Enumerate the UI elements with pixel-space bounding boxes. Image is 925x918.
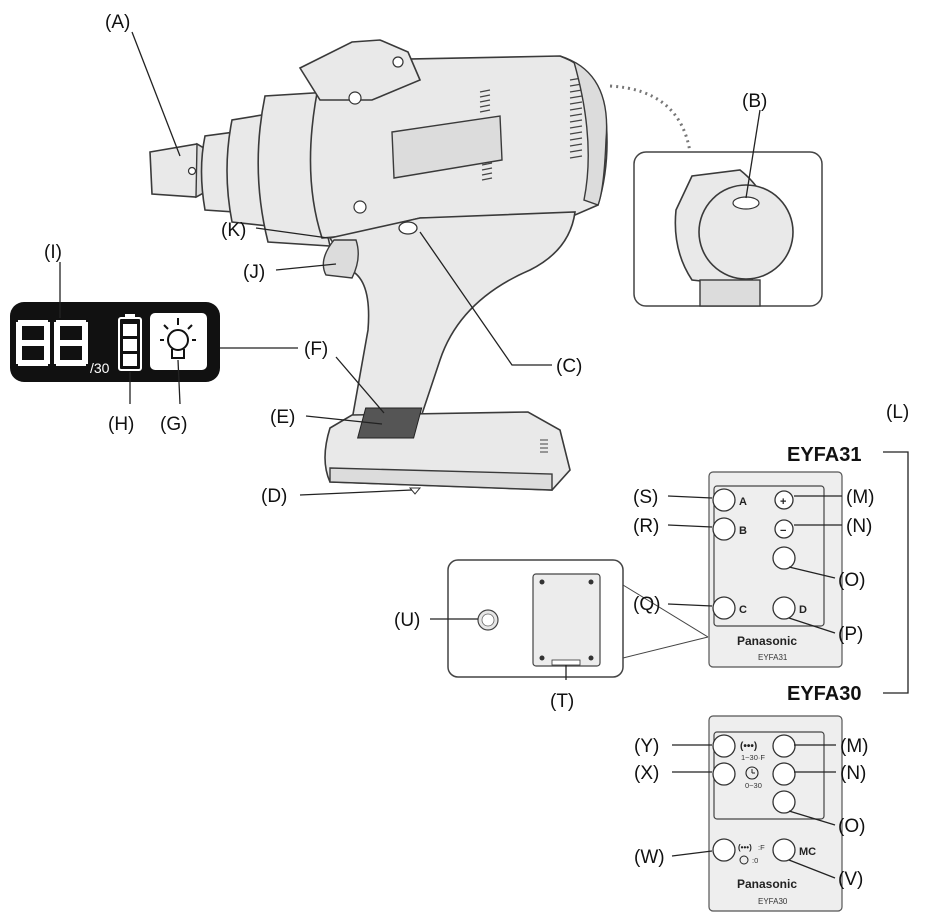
button-minus-label: − [780,525,786,537]
callout-x: (X) [634,763,659,784]
button-w[interactable] [712,838,736,862]
callout-v: (V) [838,869,863,890]
callout-labels: (A) (B) (C) (D) (E) (F) (G) (H) (I) (J) … [44,12,909,890]
button-c-label: C [739,604,747,616]
callout-p: (P) [838,624,863,645]
callout-g: (G) [160,414,187,435]
callout-n: (N) [846,516,872,537]
button-a-label: A [739,496,747,508]
trigger [322,239,359,279]
callout-o2: (O) [838,816,865,837]
count-range: 1~30·F [741,753,765,762]
button-plus-label: + [780,496,786,508]
base-bottom [329,467,553,491]
callout-w: (W) [634,847,665,868]
reset-icons: (•••) [738,843,752,865]
lamp-lens [732,196,760,210]
callout-j: (J) [243,262,265,283]
callout-m2: (M) [840,736,868,757]
button-plus[interactable] [774,490,794,510]
callout-m: (M) [846,487,874,508]
vent-slits [479,77,583,181]
button-x[interactable] [712,762,736,786]
eyfa30-model-label: EYFA30 [758,897,788,906]
reset-text-f: :F [758,843,765,852]
callout-r: (R) [633,516,659,537]
button-o-eyfa30[interactable] [772,790,796,814]
segment-digits [16,320,88,366]
svg-text:(•••): (•••) [738,843,752,852]
l-bracket [883,451,909,694]
grip-handle [328,211,576,421]
callout-h: (H) [108,414,134,435]
callout-o: (O) [838,570,865,591]
eyfa31-title: EYFA31 [787,444,861,466]
callout-e: (E) [270,407,295,428]
callout-s: (S) [633,487,658,508]
remote-eyfa31: EYFA31 A B + − C D Panasonic EYFA31 [708,444,861,668]
button-b-label: B [739,525,747,537]
top-hook-mount [298,39,422,101]
callout-a: (A) [105,12,130,33]
button-a[interactable] [712,488,736,512]
button-b[interactable] [712,517,736,541]
inset-rear-view [633,151,823,307]
button-minus[interactable] [774,519,794,539]
callout-n2: (N) [840,763,866,784]
clock-icon [745,766,759,780]
button-o[interactable] [772,546,796,570]
inset-dotted-connector [609,84,692,153]
impact-wrench [149,39,608,495]
bolt-count-icon: (•••) [740,741,757,752]
callout-q: (Q) [633,594,660,615]
callout-d: (D) [261,486,287,507]
button-y[interactable] [712,734,736,758]
max-suffix: /30 [90,360,110,376]
inset-remote-back [447,559,709,678]
reset-text-0: :0 [752,856,758,865]
eyfa30-brand: Panasonic [737,877,797,891]
direction-switch [398,221,418,235]
side-panel [391,115,503,179]
display-panel: /30 [10,302,220,382]
mc-label: MC [799,846,816,858]
button-d[interactable] [772,596,796,620]
callout-k: (K) [221,220,246,241]
callout-i: (I) [44,242,62,263]
button-m-eyfa30[interactable] [772,734,796,758]
bottom-mark [408,487,422,495]
callout-t: (T) [550,691,574,712]
button-mc[interactable] [772,838,796,862]
callout-u: (U) [394,610,420,631]
button-n-eyfa30[interactable] [772,762,796,786]
eyfa31-brand: Panasonic [737,634,797,648]
svg-text:(•••): (•••) [740,741,757,752]
rear-cap [559,55,608,206]
callout-c: (C) [556,356,582,377]
control-panel-label [357,407,423,439]
button-c[interactable] [712,596,736,620]
eyfa31-model-label: EYFA31 [758,653,788,662]
callout-l: (L) [886,402,909,423]
button-d-label: D [799,604,807,616]
side-grid [540,439,548,453]
callout-f: (F) [304,339,328,360]
light-bulb-icon [150,313,207,370]
timer-range: 0~30 [745,781,762,790]
callout-y: (Y) [634,736,659,757]
battery-cover [532,573,601,667]
eyfa30-title: EYFA30 [787,683,861,705]
callout-b: (B) [742,91,767,112]
leader-lines [59,31,842,879]
slot-t [551,659,581,666]
side-knob [353,200,367,214]
remote-eyfa30: EYFA30 (•••) 1~30·F 0~30 (•••) :F :0 MC … [708,683,861,912]
battery-icon [118,314,142,371]
